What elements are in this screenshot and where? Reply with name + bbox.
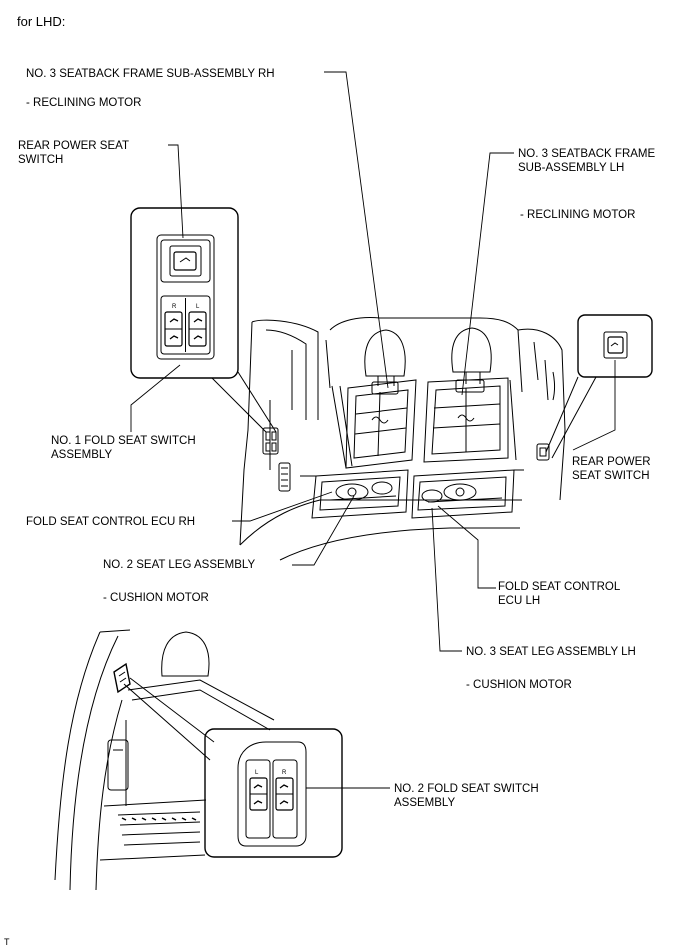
- label-seatback-frame-rh: NO. 3 SEATBACK FRAME SUB-ASSEMBLY RH: [26, 68, 275, 80]
- label-no2-fold-seat-switch: NO. 2 FOLD SEAT SWITCH ASSEMBLY: [394, 783, 539, 809]
- label-seatback-lh-reclining-motor: - RECLINING MOTOR: [520, 209, 636, 221]
- label-no2-seat-leg-cushion-motor: - CUSHION MOTOR: [103, 592, 209, 604]
- label-no2-seat-leg: NO. 2 SEAT LEG ASSEMBLY: [103, 559, 256, 571]
- label-no3-seat-leg-lh-cushion-motor: - CUSHION MOTOR: [466, 679, 572, 691]
- label-fold-seat-ecu-rh: FOLD SEAT CONTROL ECU RH: [26, 516, 196, 528]
- trunk-view: [55, 630, 274, 890]
- label-seatback-rh-reclining-motor: - RECLINING MOTOR: [26, 97, 142, 109]
- label-fold-seat-ecu-lh: FOLD SEAT CONTROL ECU LH: [498, 581, 621, 607]
- vehicle-interior: [240, 318, 565, 561]
- switch-letter-l-top: L: [196, 304, 200, 310]
- label-no3-seat-leg-lh: NO. 3 SEAT LEG ASSEMBLY LH: [466, 646, 636, 658]
- label-seatback-frame-lh: NO. 3 SEATBACK FRAME SUB-ASSEMBLY LH: [518, 148, 656, 174]
- page-header: for LHD:: [17, 14, 66, 29]
- callout-bottom-switch-panel: [205, 729, 342, 857]
- label-rear-power-seat-switch-right: REAR POWER SEAT SWITCH: [572, 456, 651, 482]
- switch-letter-l-bottom: L: [255, 770, 259, 776]
- leader-lines: [131, 72, 615, 788]
- switch-letter-r-bottom: R: [282, 770, 287, 776]
- label-rear-power-seat-switch-left: REAR POWER SEAT SWITCH: [18, 140, 129, 166]
- switch-letter-r-top: R: [172, 304, 177, 310]
- footer-mark: T: [4, 937, 10, 947]
- callout-left-switch-panel: [131, 208, 276, 432]
- callout-right-switch-panel: [546, 315, 652, 458]
- label-no1-fold-seat-switch: NO. 1 FOLD SEAT SWITCH ASSEMBLY: [51, 435, 196, 461]
